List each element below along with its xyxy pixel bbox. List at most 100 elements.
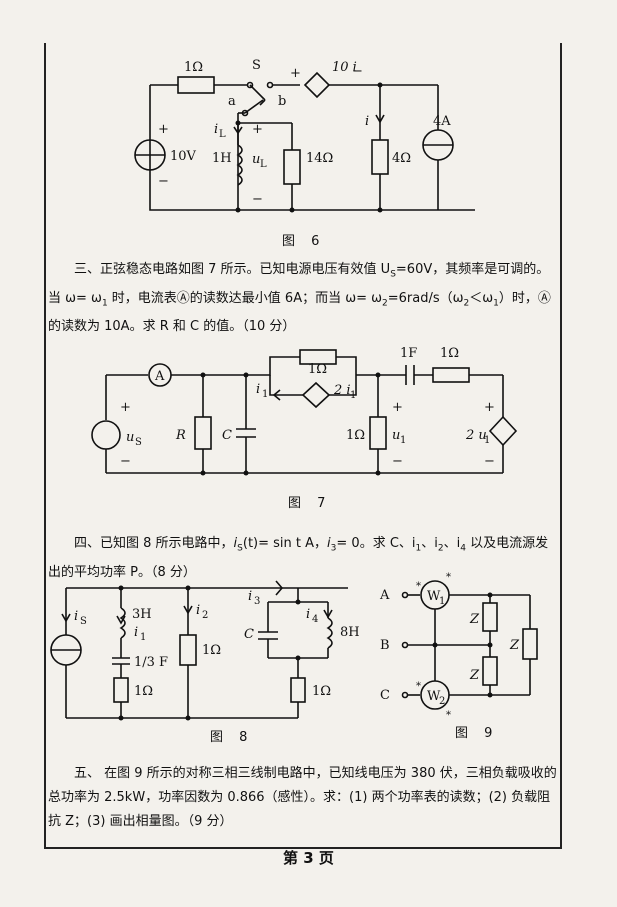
problem-4-text: 四、已知图 8 所示电路中，iS(t)= sin t A，i3= 0。求 C、i… (48, 536, 549, 580)
label-14ohm: 14Ω (306, 151, 333, 166)
label-c: C (222, 428, 232, 443)
label-is-sub: S (80, 616, 87, 627)
label-4ohm: 4Ω (392, 151, 411, 166)
label-ccvs: 10 i (332, 60, 357, 75)
label-4a: 4A (433, 114, 451, 129)
label-3h: 3H (132, 607, 152, 622)
label-ul: u (252, 152, 260, 167)
resistor-1ohm-b (179, 634, 197, 666)
figure-6-circuit: 1Ω S a b + − 10V i L 1H + u L − 14Ω + 10… (134, 58, 475, 213)
label-vcvs-minus: − (484, 454, 495, 469)
svg-text:4: 4 (312, 614, 318, 625)
label-phase-c: C (380, 688, 390, 703)
label-is: i (74, 609, 78, 624)
label-i1: i (134, 625, 138, 640)
label-ammeter: A (154, 369, 165, 384)
problem-5-text: 五、 在图 9 所示的对称三相三线制电路中，已知线电压为 380 伏，三相负载吸… (48, 766, 557, 829)
label-phase-b: B (380, 638, 390, 653)
label-r2: 1Ω (202, 643, 221, 658)
label-vcvs: 2 u (465, 428, 487, 443)
label-ul-sub: L (260, 159, 267, 170)
problem-3-text: 三、正弦稳态电路如图 7 所示。已知电源电压有效值 US=60V，其频率是可调的… (48, 262, 551, 335)
label-i4: i (306, 607, 310, 622)
inductor-3h (119, 607, 126, 639)
load-z-ab (482, 602, 498, 632)
label-star-1: * (416, 581, 421, 592)
svg-text:1: 1 (140, 632, 146, 643)
label-cap: 1/3 F (134, 655, 168, 670)
resistor-1ohm (177, 76, 215, 94)
inductor-1h (236, 144, 243, 186)
label-z1: Z (469, 612, 480, 627)
svg-text:1: 1 (484, 435, 490, 446)
ccvs-diamond (303, 71, 331, 99)
resistor-1ohm-c (290, 677, 306, 703)
figure-8-caption: 图 8 (210, 730, 254, 745)
label-vcvs-plus: + (484, 400, 495, 415)
label-switch-s: S (252, 58, 261, 73)
label-u1-plus: + (392, 400, 403, 415)
svg-text:1: 1 (439, 596, 445, 607)
label-cccs: 2 i (333, 383, 351, 398)
load-z-ca (522, 628, 538, 660)
label-r-series: 1Ω (184, 60, 203, 75)
label-i-branch: i (365, 114, 369, 129)
label-w2: W (427, 689, 441, 704)
load-z-bc (482, 656, 498, 686)
label-i1: i (256, 382, 260, 397)
figure-7-caption: 图 7 (288, 496, 332, 511)
voltage-source-us (91, 420, 121, 450)
label-il: i (214, 122, 218, 137)
label-z3: Z (509, 638, 520, 653)
label-us-minus: − (120, 454, 131, 469)
svg-text:1: 1 (400, 435, 406, 446)
label-r-right: 1Ω (440, 346, 459, 361)
figure-9-caption: 图 9 (455, 726, 499, 741)
label-minus: − (158, 174, 169, 189)
label-us: u (126, 430, 134, 445)
label-w1: W (427, 589, 441, 604)
label-z2: Z (469, 668, 480, 683)
label-il-sub: L (219, 129, 226, 140)
label-r-top: 1Ω (308, 362, 327, 377)
resistor-1ohm-a (113, 677, 129, 703)
label-u1: u (392, 428, 400, 443)
label-star-3: * (416, 681, 421, 692)
label-phase-a: A (379, 588, 390, 603)
label-switch-b: b (278, 94, 286, 109)
label-r3: 1Ω (312, 684, 331, 699)
resistor-right-1ohm (432, 367, 470, 383)
resistor-14ohm (283, 149, 301, 185)
label-cap-1f: 1F (400, 346, 417, 361)
label-star-2: * (446, 572, 451, 583)
label-plus: + (158, 122, 169, 137)
resistor-r (194, 416, 212, 450)
label-c: C (244, 627, 254, 642)
vcvs-diamond (488, 415, 518, 447)
label-us-plus: + (120, 400, 131, 415)
label-star-4: * (446, 710, 451, 721)
figure-6-caption: 图 6 (282, 234, 326, 249)
label-i2: i (196, 603, 200, 618)
label-source-10v: 10V (170, 149, 197, 164)
figure-9-circuit: A B C W 1 W 2 * * * * Z Z Z (379, 572, 538, 721)
svg-text:1: 1 (262, 389, 268, 400)
page-frame (44, 43, 562, 849)
label-r1: 1Ω (134, 684, 153, 699)
page-number: 第 3 页 (283, 849, 334, 867)
label-ccvs-minus: − (352, 64, 363, 79)
label-inductor: 1H (212, 151, 232, 166)
svg-text:2: 2 (202, 610, 208, 621)
label-r-shunt: 1Ω (346, 428, 365, 443)
label-u1-minus: − (392, 454, 403, 469)
figure-7-circuit: A + u S − R C i 1 1Ω 2 i 1 1Ω + u 1 − 1F… (91, 346, 518, 476)
label-8h: 8H (340, 625, 360, 640)
label-ul-minus: − (252, 192, 263, 207)
label-ul-plus: + (252, 122, 263, 137)
label-ccvs-plus: + (290, 66, 301, 81)
figure-8-circuit: i S 3H i 1 1/3 F 1Ω i 2 1Ω i 3 i 4 C 8H … (50, 580, 360, 721)
label-i3: i (248, 589, 252, 604)
resistor-shunt-1ohm (369, 416, 387, 450)
resistor-4ohm (371, 139, 389, 175)
label-switch-a: a (228, 94, 236, 109)
